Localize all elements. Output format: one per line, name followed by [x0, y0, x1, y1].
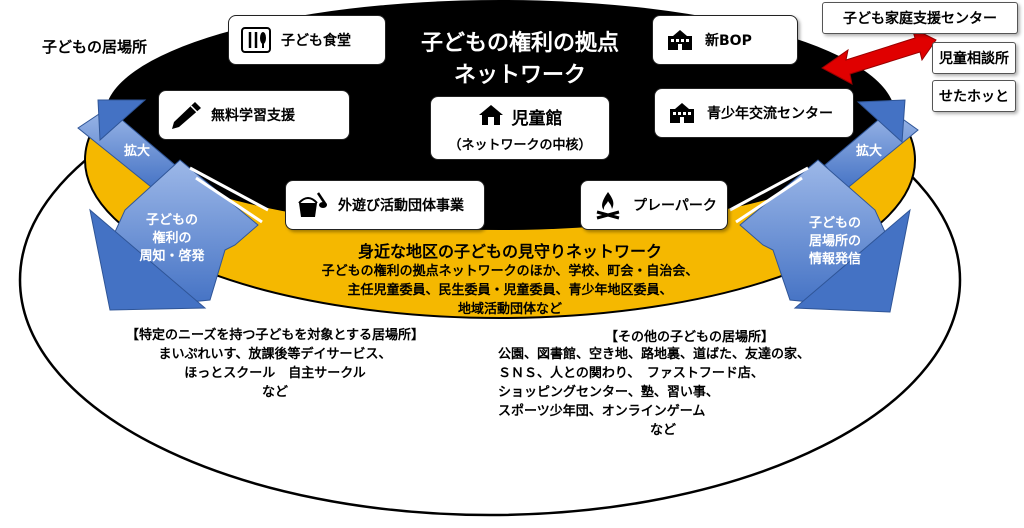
right-section-line: など — [650, 423, 677, 438]
right-big-arrow-label: 子どもの 居場所の 情報発信 — [790, 215, 880, 269]
tableware-icon — [237, 27, 275, 53]
center-box-title-row: 児童館 — [478, 104, 563, 130]
right-big-arrow-line: 子どもの — [808, 216, 861, 231]
facility-new-bop[interactable]: 新BOP — [652, 15, 798, 65]
left-small-arrow — [77, 99, 176, 191]
left-big-arrow-line: 権利の — [152, 231, 192, 246]
facility-play-park[interactable]: プレーパーク — [580, 180, 728, 230]
left-section-line: ほっとスクール 自主サークル — [184, 366, 366, 381]
right-big-arrow — [729, 159, 911, 313]
left-section-heading: 【特定のニーズを持つ子どもを対象とする居場所】 — [126, 328, 424, 343]
right-box-setahotto[interactable]: せたホッと — [932, 80, 1016, 112]
core-title: 子どもの権利の拠点 ネットワーク — [380, 28, 660, 92]
facility-outdoor-play[interactable]: 外遊び活動団体事業 — [285, 180, 485, 230]
ring-description: 子どもの権利の拠点ネットワークのほか、学校、町会・自治会、 主任児童委員、民生委… — [250, 262, 770, 319]
right-big-arrow-line: 情報発信 — [808, 252, 861, 267]
left-big-arrow-line: 子どもの — [145, 213, 198, 228]
school-building-icon — [663, 102, 701, 124]
outer-label: 子どもの居場所 — [42, 38, 148, 56]
right-small-arrow-label: 拡大 — [856, 144, 883, 159]
facility-label: 青少年交流センター — [707, 106, 833, 122]
facility-youth-center[interactable]: 青少年交流センター — [654, 88, 854, 138]
sand-bucket-icon — [294, 191, 332, 219]
core-title-line1: 子どもの権利の拠点 — [420, 31, 619, 56]
center-box-jidokan[interactable]: 児童館 （ネットワークの中核） — [430, 96, 610, 160]
school-building-icon — [661, 29, 699, 51]
left-section: 【特定のニーズを持つ子どもを対象とする居場所】 まいぷれいす、放課後等デイサービ… — [90, 326, 460, 402]
ring-line: 子どもの権利の拠点ネットワークのほか、学校、町会・自治会、 — [321, 264, 699, 279]
facility-label: 外遊び活動団体事業 — [338, 198, 464, 214]
facility-label: 子ども食堂 — [281, 33, 351, 49]
facility-free-study-support[interactable]: 無料学習支援 — [158, 90, 350, 140]
left-section-line: まいぷれいす、放課後等デイサービス、 — [158, 347, 392, 362]
center-box-label: 児童館 — [511, 109, 563, 129]
facility-kodomo-shokudo[interactable]: 子ども食堂 — [228, 15, 386, 65]
ring-title: 身近な地区の子どもの見守りネットワーク — [357, 242, 662, 261]
red-double-arrow — [821, 27, 937, 85]
right-section-line: ＳＮＳ、人との関わり、 ファストフード店、 — [498, 366, 764, 381]
facility-label: 新BOP — [705, 33, 752, 49]
right-big-arrow-line: 居場所の — [808, 234, 861, 249]
pencil-icon — [167, 100, 205, 130]
facility-label: プレーパーク — [633, 198, 717, 214]
ring-line: 主任児童委員、民生委員・児童委員、青少年地区委員、 — [347, 283, 673, 298]
facility-label: 無料学習支援 — [211, 108, 295, 124]
house-icon — [478, 104, 504, 130]
left-section-line: など — [261, 385, 288, 400]
right-section-line: 公園、図書館、空き地、路地裏、道ばた、友達の家、 — [498, 347, 811, 362]
left-big-arrow-label: 子どもの 権利の 周知・啓発 — [132, 212, 212, 266]
ring-line: 地域活動団体など — [457, 302, 562, 317]
center-box-sublabel: （ネットワークの中核） — [448, 137, 592, 153]
right-section-line: スポーツ少年団、オンラインゲーム — [498, 404, 706, 419]
left-big-arrow-line: 周知・啓発 — [139, 249, 205, 264]
right-section-line: ショッピングセンター、塾、習い事、 — [498, 385, 719, 400]
right-box-family-support-center[interactable]: 子ども家庭支援センター — [822, 2, 1018, 34]
left-big-arrow — [89, 159, 269, 311]
right-section-body: 公園、図書館、空き地、路地裏、道ばた、友達の家、 ＳＮＳ、人との関わり、 ファス… — [498, 345, 898, 440]
right-section-heading: 【その他の子どもの居場所】 — [605, 330, 775, 345]
campfire-icon — [589, 190, 627, 220]
right-box-child-guidance-center[interactable]: 児童相談所 — [932, 42, 1016, 74]
core-title-line2: ネットワーク — [453, 63, 586, 88]
left-small-arrow-label: 拡大 — [124, 144, 151, 159]
